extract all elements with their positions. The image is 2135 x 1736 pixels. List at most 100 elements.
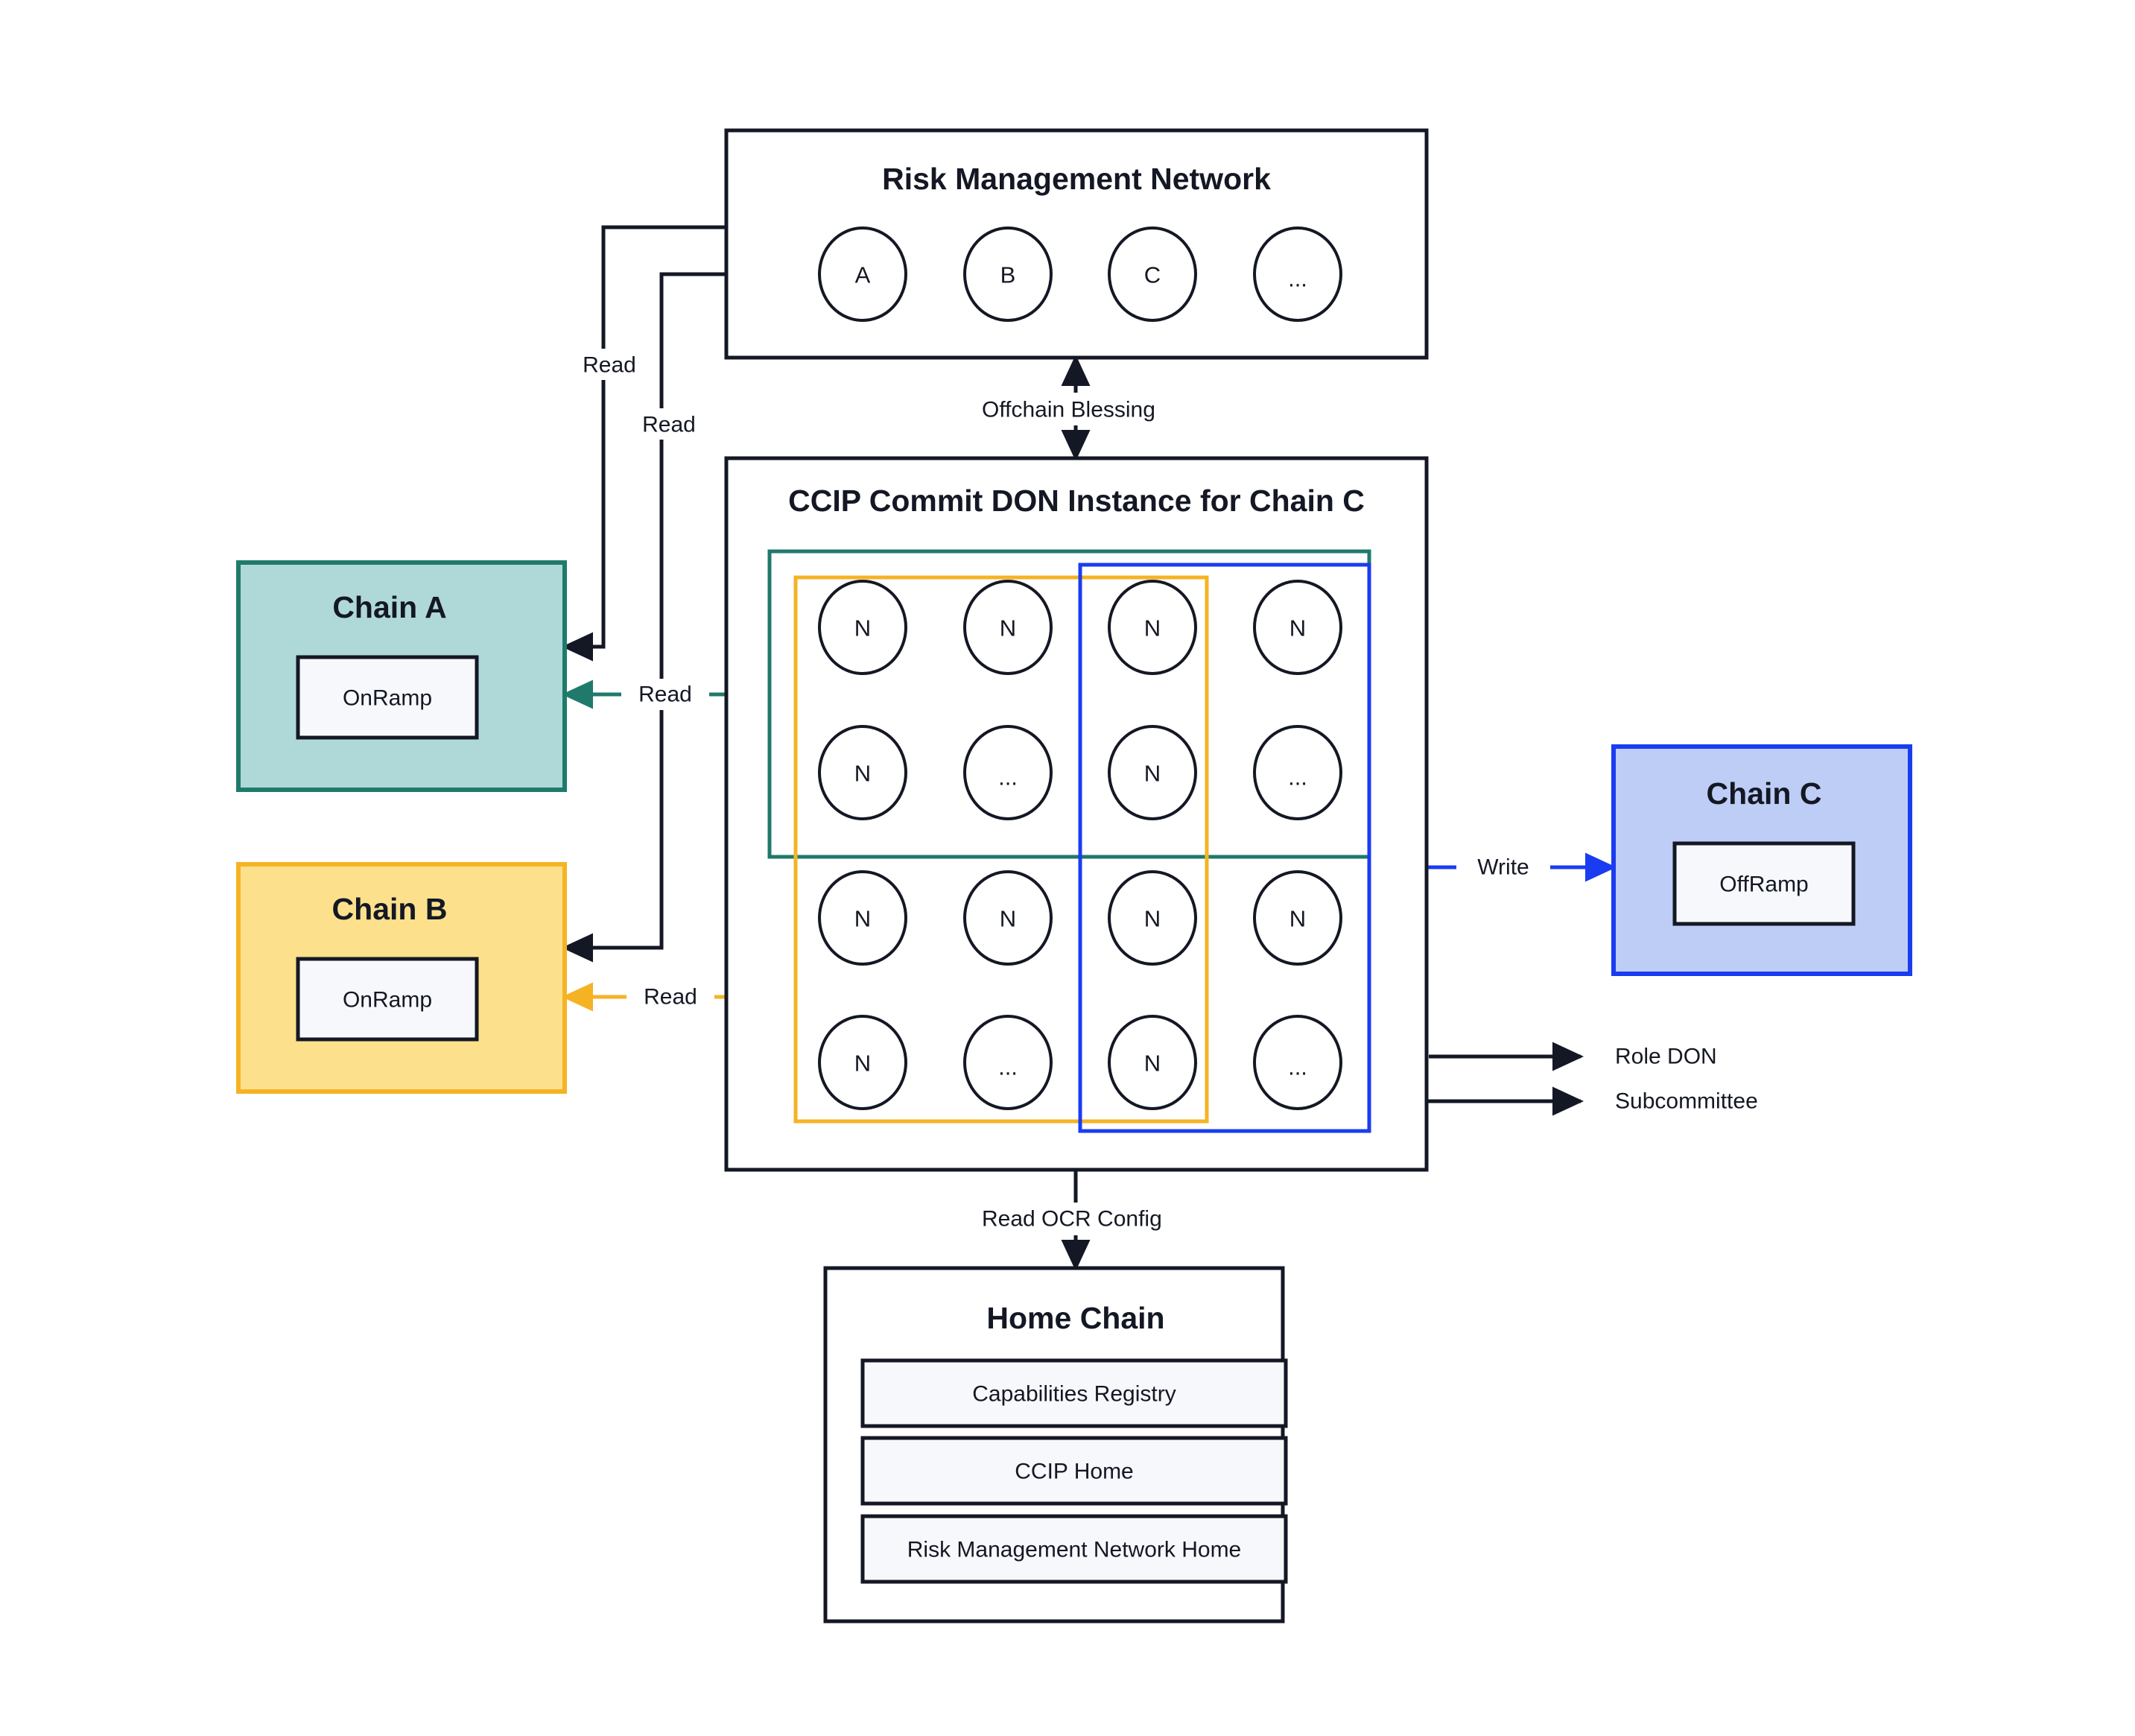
- chain-b-box[interactable]: Chain B OnRamp: [236, 862, 567, 1094]
- chain-c-box[interactable]: Chain C OffRamp: [1611, 744, 1912, 976]
- home-chain-item-label: Capabilities Registry: [972, 1382, 1176, 1407]
- don-node[interactable]: N: [818, 725, 907, 820]
- edge-rmn-to-chain-a: Read: [561, 225, 726, 662]
- edge-label-read-ocr-config: Read OCR Config: [982, 1207, 1162, 1232]
- chain-b-onramp-panel[interactable]: [296, 957, 479, 1042]
- don-node[interactable]: N: [1253, 870, 1342, 966]
- don-node-label: N: [854, 906, 871, 932]
- edge-label-bg: [566, 349, 654, 380]
- don-node-label: N: [1000, 615, 1016, 642]
- edge-label-offchain-blessing: Offchain Blessing: [982, 398, 1155, 422]
- commit-don-title: CCIP Commit DON Instance for Chain C: [788, 484, 1365, 518]
- home-chain-item-panel: [860, 1436, 1288, 1506]
- rmn-node-label: A: [855, 262, 871, 288]
- rmn-node-label: C: [1144, 262, 1161, 288]
- chain-c-offramp-label: OffRamp: [1719, 872, 1809, 897]
- rmn-node-circle: [1253, 226, 1342, 322]
- don-node-label: N: [1000, 906, 1016, 932]
- edge-label-bg: [968, 1203, 1192, 1235]
- don-node-circle: [818, 725, 907, 820]
- don-node-label: ...: [998, 764, 1018, 791]
- don-node-circle: [818, 870, 907, 966]
- don-node-circle: [1253, 1015, 1342, 1110]
- don-node[interactable]: ...: [963, 725, 1053, 820]
- legend-label-subcommittee: Subcommittee: [1615, 1089, 1758, 1114]
- chain-a-onramp-panel[interactable]: [296, 655, 479, 740]
- don-node-label: N: [1144, 761, 1161, 787]
- edge-label-orange-read: Read: [644, 985, 697, 1010]
- don-node[interactable]: N: [818, 1015, 907, 1110]
- don-node[interactable]: ...: [1253, 1015, 1342, 1110]
- don-node-circle: [1253, 870, 1342, 966]
- edge-label-bg: [1456, 852, 1550, 883]
- don-node-label: N: [1289, 906, 1306, 932]
- don-node-circle: [963, 725, 1053, 820]
- don-node-label: ...: [1288, 1054, 1307, 1080]
- don-node-circle: [963, 580, 1053, 675]
- don-node-circle: [818, 1015, 907, 1110]
- don-node-label: N: [1289, 615, 1306, 642]
- edge-label-teal-read: Read: [638, 682, 692, 707]
- don-node-circle: [818, 580, 907, 675]
- home-chain-item-panel: [860, 1514, 1288, 1584]
- home-chain-item-capabilities-registry[interactable]: Capabilities Registry: [860, 1358, 1288, 1428]
- edge-read-ocr-config: Read OCR Config: [968, 1170, 1192, 1272]
- edge-label-rmn-read-b: Read: [642, 413, 696, 437]
- rmn-node-more[interactable]: ...: [1253, 226, 1342, 322]
- edge-rmn-to-chain-b: Read: [561, 272, 726, 963]
- don-node-label: ...: [1288, 764, 1307, 791]
- chain-b-onramp-label: OnRamp: [343, 988, 432, 1013]
- edge-label-write: Write: [1477, 855, 1529, 880]
- don-node-circle: [1108, 725, 1197, 820]
- edge-label-bg: [626, 981, 714, 1013]
- home-chain-item-rmn-home[interactable]: Risk Management Network Home: [860, 1514, 1288, 1584]
- don-node-label: N: [854, 1051, 871, 1077]
- don-node[interactable]: N: [1253, 580, 1342, 675]
- chain-a-box[interactable]: Chain A OnRamp: [236, 560, 567, 792]
- don-node[interactable]: N: [1108, 725, 1197, 820]
- risk-management-network-box[interactable]: Risk Management Network A B C ...: [724, 128, 1429, 360]
- chain-c-offramp-panel[interactable]: [1672, 841, 1856, 926]
- don-node[interactable]: N: [1108, 870, 1197, 966]
- don-node-circle: [1253, 725, 1342, 820]
- rmn-node-label: B: [1000, 262, 1016, 288]
- don-node[interactable]: N: [1108, 580, 1197, 675]
- commit-don-box[interactable]: CCIP Commit DON Instance for Chain C N N…: [724, 456, 1429, 1172]
- edge-role-don: Role DON: [1429, 1042, 1717, 1071]
- edge-label-bg: [968, 393, 1186, 425]
- don-node[interactable]: N: [963, 580, 1053, 675]
- don-node-circle: [1108, 580, 1197, 675]
- rmn-node-c[interactable]: C: [1108, 226, 1197, 322]
- rmn-node-circle: [1108, 226, 1197, 322]
- don-node[interactable]: N: [818, 870, 907, 966]
- rmn-node-circle: [818, 226, 907, 322]
- chain-a-title: Chain A: [332, 590, 446, 624]
- don-node-label: ...: [998, 1054, 1018, 1080]
- home-chain-item-label: CCIP Home: [1015, 1460, 1134, 1484]
- home-chain-box[interactable]: Home Chain Capabilities Registry CCIP Ho…: [823, 1266, 1288, 1623]
- don-group-blue[interactable]: [1078, 563, 1371, 1133]
- chain-a-onramp-label: OnRamp: [343, 686, 432, 711]
- rmn-node-b[interactable]: B: [963, 226, 1053, 322]
- don-node[interactable]: N: [963, 870, 1053, 966]
- chain-c-title: Chain C: [1707, 776, 1822, 811]
- don-node[interactable]: N: [1108, 1015, 1197, 1110]
- don-group-orange[interactable]: [793, 575, 1209, 1124]
- don-node-label: N: [1144, 615, 1161, 642]
- don-node-circle: [1108, 1015, 1197, 1110]
- don-node-label: N: [854, 761, 871, 787]
- don-node[interactable]: ...: [963, 1015, 1053, 1110]
- don-node[interactable]: N: [818, 580, 907, 675]
- don-node[interactable]: ...: [1253, 725, 1342, 820]
- risk-management-network-title: Risk Management Network: [882, 162, 1271, 196]
- don-node-label: N: [854, 615, 871, 642]
- home-chain-item-ccip-home[interactable]: CCIP Home: [860, 1436, 1288, 1506]
- edge-label-bg: [626, 408, 714, 440]
- don-node-circle: [963, 1015, 1053, 1110]
- rmn-node-a[interactable]: A: [818, 226, 907, 322]
- commit-don-node-grid: N N N N N ...: [818, 580, 1342, 1110]
- edge-offchain-blessing: Offchain Blessing: [968, 355, 1186, 462]
- edge-teal-read-chain-a: Read: [561, 679, 770, 710]
